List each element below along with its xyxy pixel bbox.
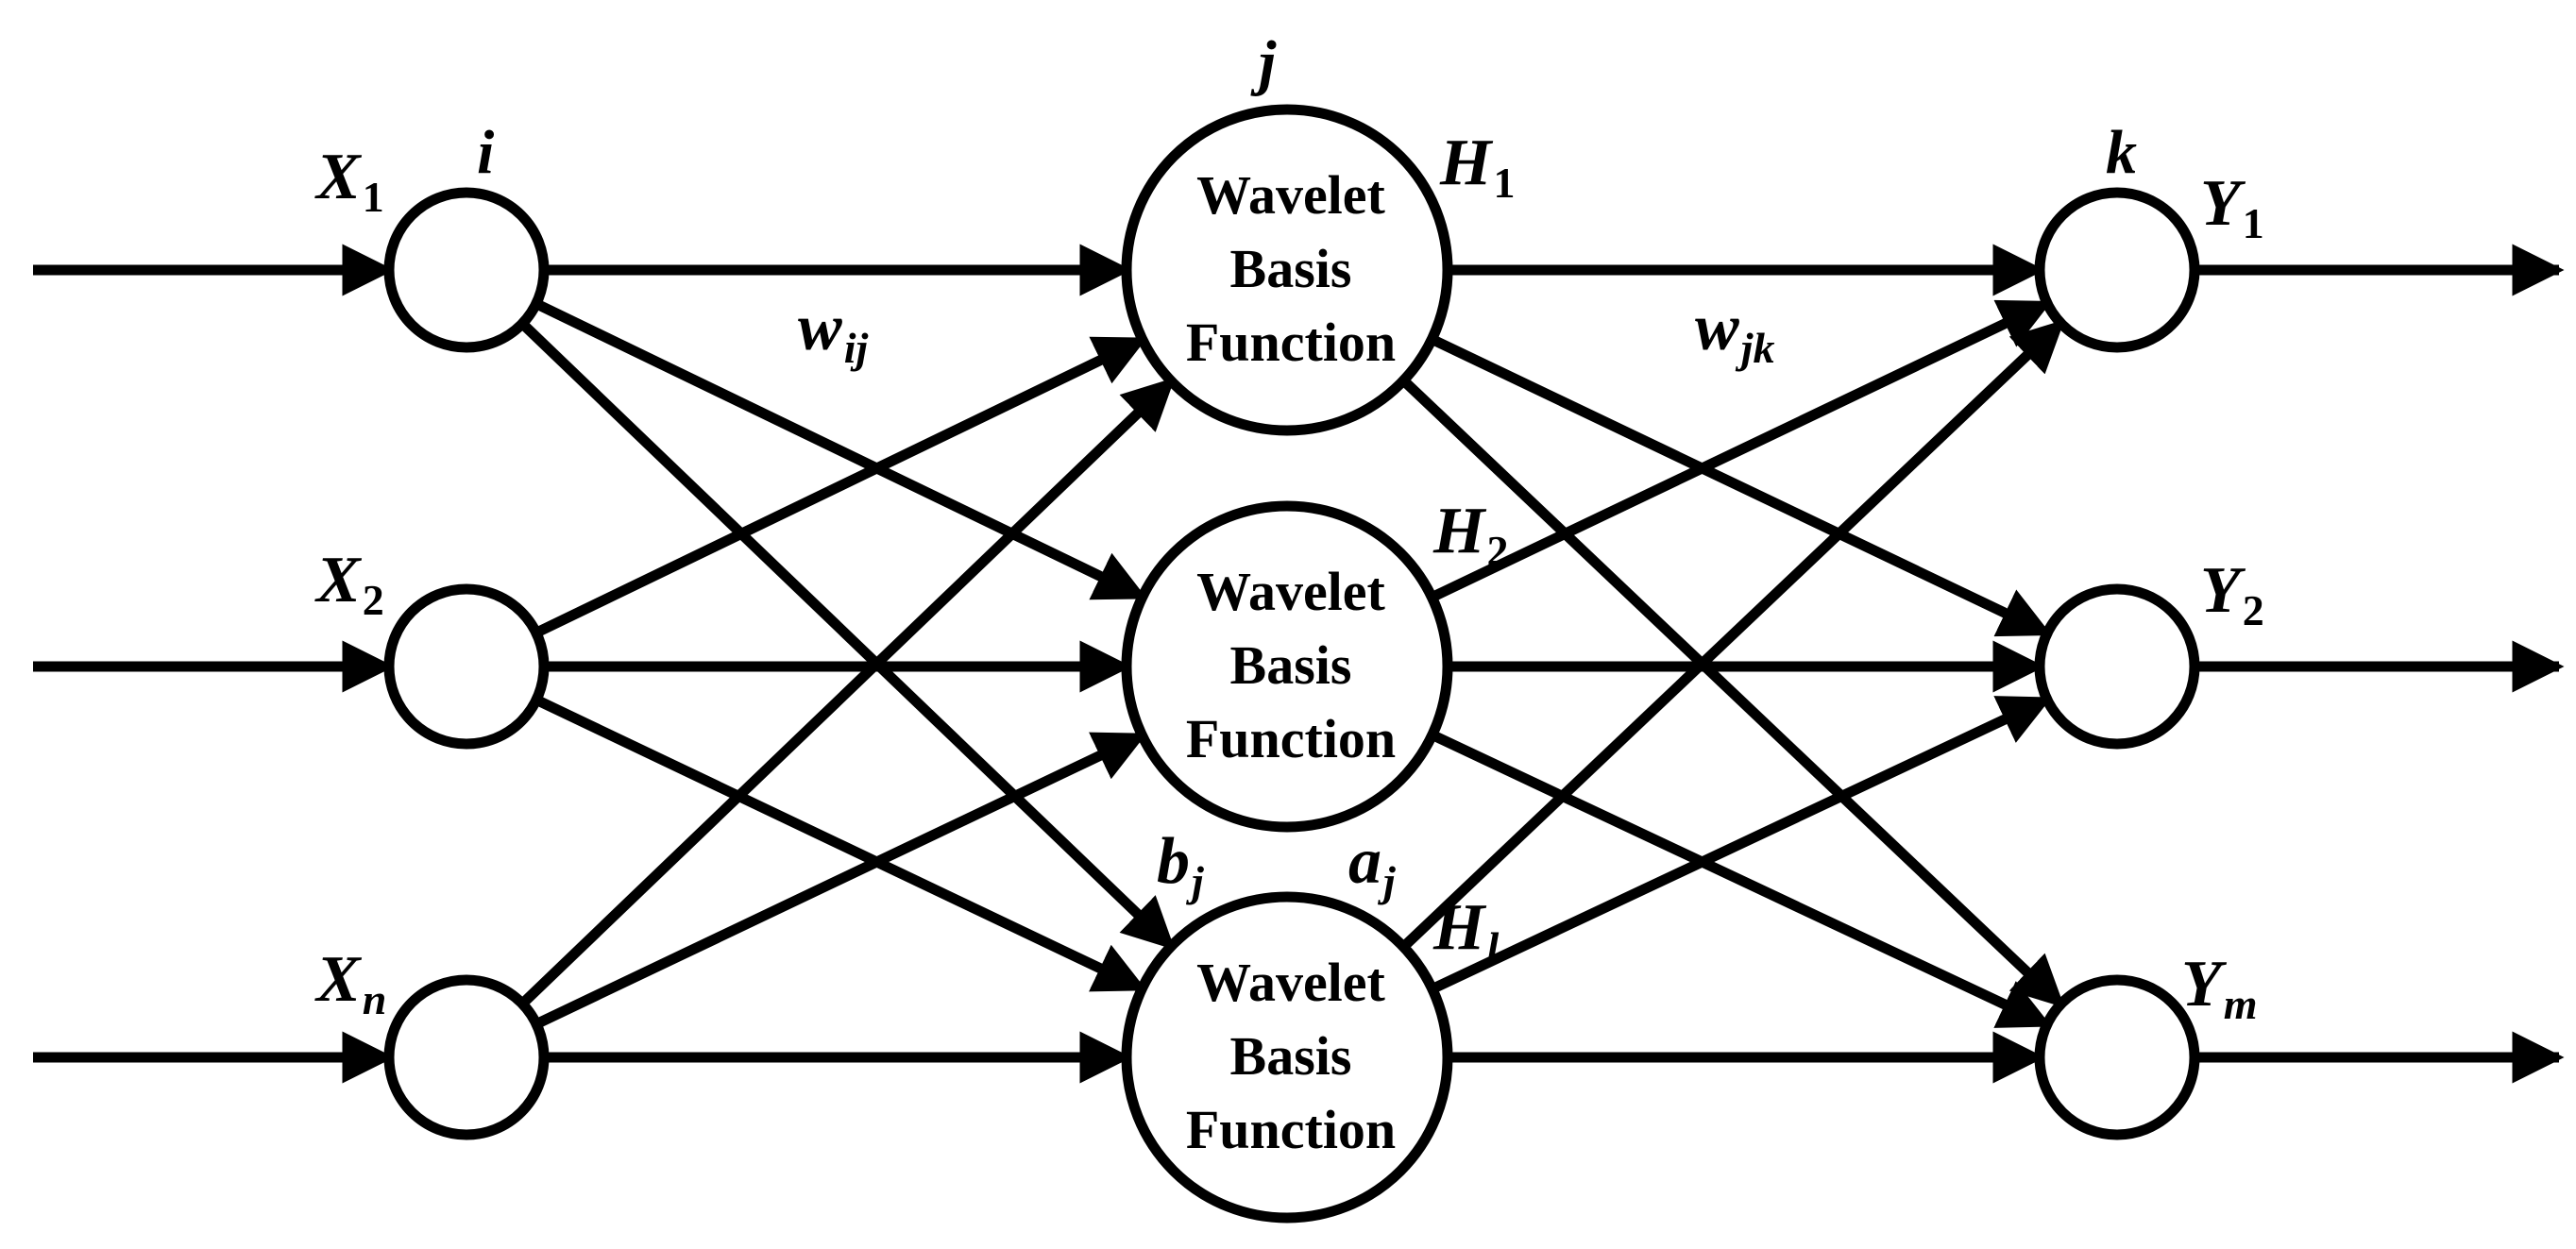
input-node-1 — [383, 187, 550, 353]
connections — [518, 244, 2065, 1084]
hidden-label-2: H2 — [1432, 495, 1508, 575]
edge-hidden-1-output-3 — [1399, 377, 2065, 1008]
hidden-node-text-line: Function — [1186, 312, 1396, 373]
output-nodes — [2034, 187, 2200, 1140]
edge-hidden-2-output-1 — [1430, 298, 2052, 602]
edge-input-1-hidden-2 — [534, 298, 1147, 601]
hidden-label-l: Hl — [1432, 891, 1499, 971]
input-arrows — [33, 244, 395, 1084]
edge-hidden-3-output-2 — [1430, 694, 2052, 994]
input-nodes — [383, 187, 550, 1140]
edge-input-3-hidden-2 — [534, 731, 1147, 1029]
input-label-2: X2 — [314, 544, 384, 624]
output-node-1 — [2034, 187, 2200, 353]
hidden-node-circle — [1121, 891, 1453, 1224]
param-b-label: bj — [1157, 825, 1204, 905]
hidden-node-circle — [1121, 104, 1453, 436]
param-a-label: aj — [1348, 825, 1396, 905]
output-index-label: k — [2106, 118, 2137, 187]
hidden-node-text-line: Basis — [1230, 238, 1352, 299]
hidden-node-circle — [1121, 500, 1453, 833]
hidden-node-text-line: Function — [1186, 708, 1396, 769]
hidden-index-label: j — [1250, 28, 1277, 97]
output-arrows — [2195, 244, 2565, 1084]
input-label-n: Xn — [314, 943, 386, 1023]
output-node-3 — [2034, 974, 2200, 1140]
hidden-node-text-line: Function — [1186, 1099, 1396, 1160]
edge-hidden-3-output-1 — [1399, 319, 2065, 951]
edge-hidden-2-output-3 — [1430, 730, 2052, 1030]
edge-hidden-1-output-2 — [1430, 334, 2052, 638]
input-node-3 — [383, 974, 550, 1140]
hidden-node-text-line: Basis — [1230, 1025, 1352, 1087]
hidden-node-text-line: Basis — [1230, 634, 1352, 696]
edge-input-2-hidden-1 — [534, 335, 1147, 638]
input-label-1: X1 — [314, 141, 384, 221]
hidden-node-text-line: Wavelet — [1196, 164, 1385, 226]
output-label-m: Ym — [2181, 948, 2258, 1028]
hidden-node-text-line: Wavelet — [1196, 952, 1385, 1013]
input-node-2 — [383, 583, 550, 750]
output-node-2 — [2034, 583, 2200, 750]
hidden-nodes: WaveletBasisFunctionWaveletBasisFunction… — [1121, 104, 1453, 1224]
edge-input-1-hidden-3 — [518, 319, 1176, 951]
edge-input-2-hidden-3 — [534, 695, 1147, 993]
hidden-label-1: H1 — [1439, 127, 1515, 207]
edge-input-3-hidden-1 — [518, 377, 1176, 1008]
input-index-label: i — [477, 118, 495, 187]
hidden-node-text-line: Wavelet — [1196, 561, 1385, 622]
output-label-1: Y1 — [2200, 167, 2264, 247]
weight-label-ij: wij — [798, 292, 868, 372]
weight-label-jk: wjk — [1695, 292, 1774, 372]
output-label-2: Y2 — [2200, 554, 2264, 634]
